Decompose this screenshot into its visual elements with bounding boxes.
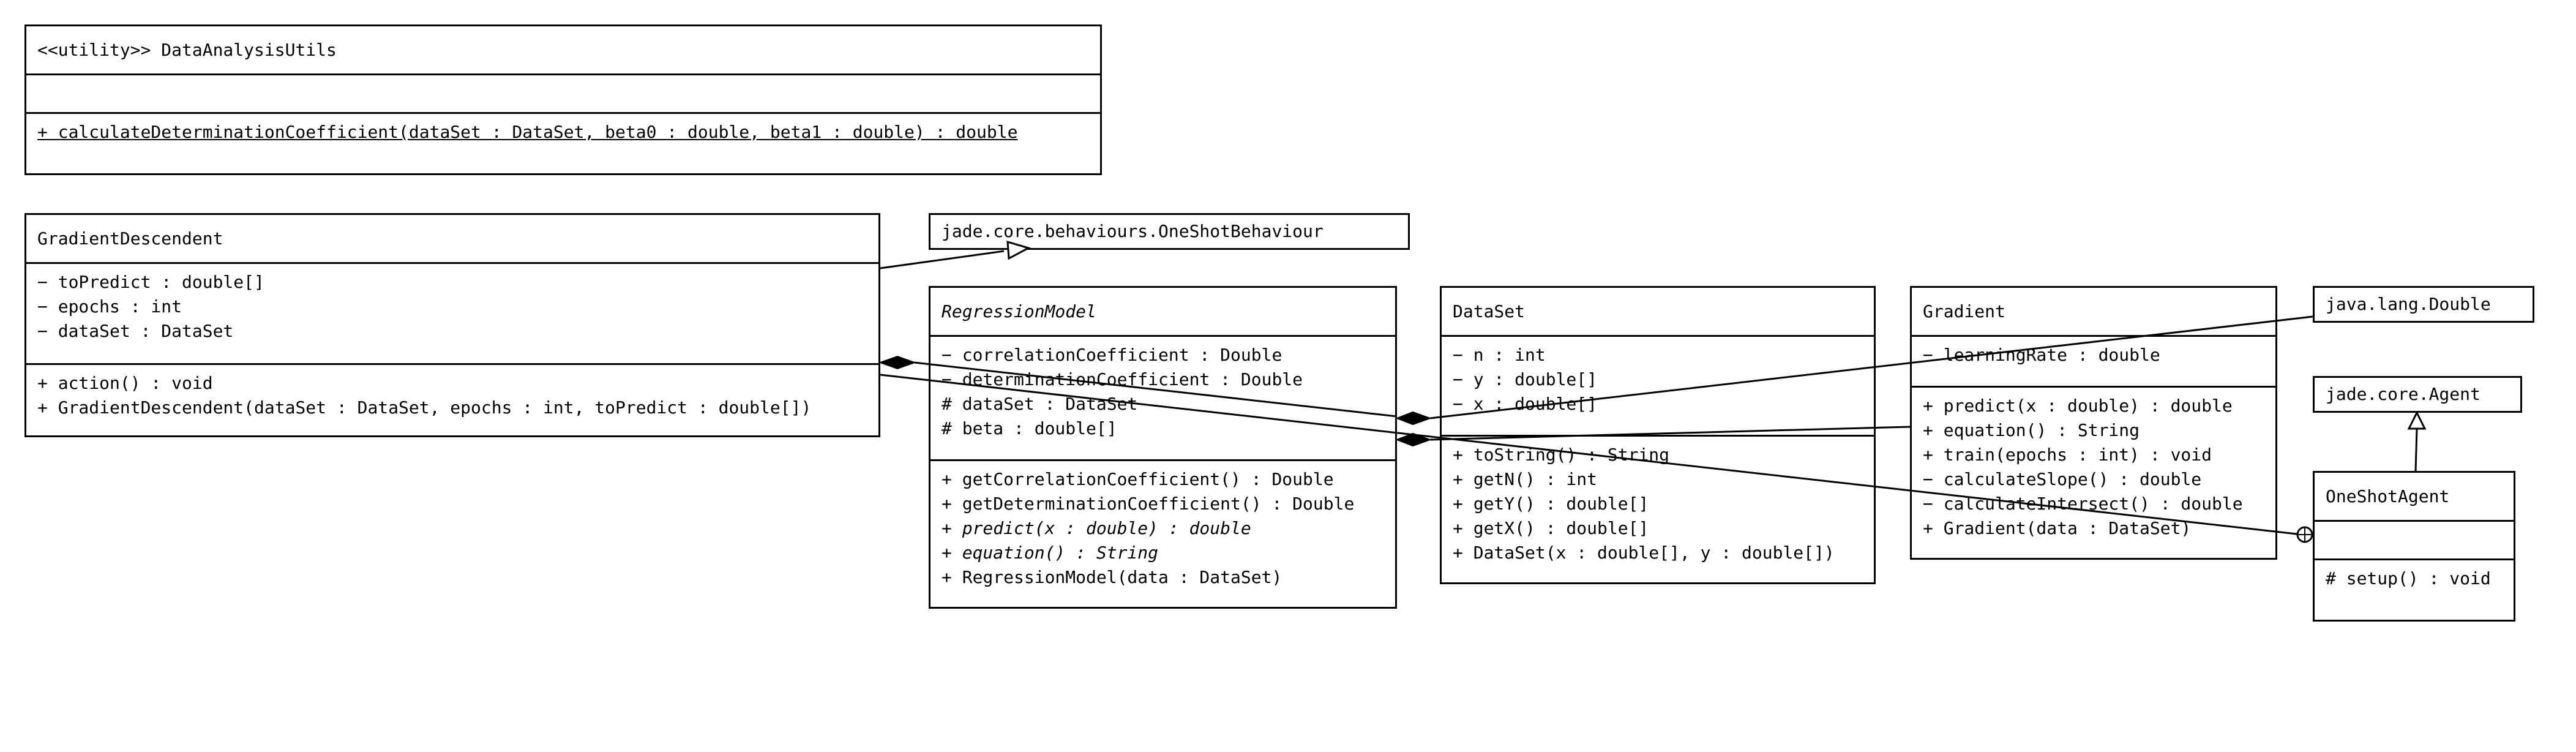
generalization-line-one-shot-agent (2414, 428, 2418, 472)
generalization-arrowhead-agent (2407, 410, 2427, 430)
class-one-shot-agent[interactable]: OneShotAgent # setup() : void (2313, 471, 2515, 622)
attributes-section: − correlationCoefficient : Double − dete… (930, 335, 1395, 459)
methods-section: + action() : void + GradientDescendent(d… (26, 363, 878, 420)
class-name: jade.core.behaviours.OneShotBehaviour (942, 221, 1324, 241)
method-line: + calculateDeterminationCoefficient(data… (37, 122, 1018, 142)
methods-section: + getCorrelationCoefficient() : Double +… (930, 459, 1395, 590)
methods-section: + predict(x : double) : double + equatio… (1912, 386, 2275, 541)
attributes-section: − learningRate : double (1912, 335, 2275, 386)
method-line: + action() : void (37, 373, 213, 393)
method-line: + train(epochs : int) : void (1923, 445, 2212, 465)
method-line: + predict(x : double) : double (942, 518, 1251, 538)
method-line: + getCorrelationCoefficient() : Double (942, 469, 1334, 489)
class-one-shot-behaviour[interactable]: jade.core.behaviours.OneShotBehaviour (929, 213, 1410, 250)
class-name: RegressionModel (942, 301, 1096, 321)
attribute-line: − correlationCoefficient : Double (942, 345, 1282, 365)
composition-diamond-gradient-descendent (878, 355, 916, 370)
nesting-circle (2296, 526, 2313, 543)
generalization-line-gradient-descendent (880, 250, 1005, 269)
class-gradient-descendent[interactable]: GradientDescendent − toPredict : double[… (24, 213, 880, 437)
attribute-line: − determinationCoefficient : Double (942, 369, 1303, 389)
composition-diamond-regression-model-1 (1395, 411, 1432, 426)
attribute-line: − dataSet : DataSet (37, 321, 234, 341)
attributes-section: − n : int − y : double[] − x : double[] (1442, 335, 1874, 435)
class-name: java.lang.Double (2326, 294, 2491, 314)
class-name: DataSet (1453, 301, 1526, 321)
attribute-line: − y : double[] (1453, 369, 1598, 389)
attribute-line: − n : int (1453, 345, 1546, 365)
class-name: GradientDescendent (37, 228, 223, 249)
attribute-line: # dataSet : DataSet (942, 394, 1138, 414)
attribute-line: − epochs : int (37, 296, 182, 317)
attributes-section: − toPredict : double[] − epochs : int − … (26, 262, 878, 363)
attribute-line: − toPredict : double[] (37, 272, 264, 292)
method-line: + getY() : double[] (1453, 494, 1649, 514)
method-line: + getN() : int (1453, 469, 1598, 489)
attributes-section (26, 73, 1100, 112)
method-line: + toString() : String (1453, 445, 1670, 465)
methods-section: + toString() : String + getN() : int + g… (1442, 435, 1874, 565)
class-name: <<utility>> DataAnalysisUtils (37, 40, 337, 60)
class-name: jade.core.Agent (2326, 384, 2481, 404)
class-regression-model[interactable]: RegressionModel − correlationCoefficient… (929, 286, 1397, 609)
method-line: + RegressionModel(data : DataSet) (942, 567, 1282, 587)
composition-diamond-regression-model-2 (1395, 432, 1432, 447)
methods-section: + calculateDeterminationCoefficient(data… (26, 112, 1100, 145)
method-line: − calculateSlope() : double (1923, 469, 2202, 489)
class-name: OneShotAgent (2326, 486, 2450, 506)
attributes-section (2315, 520, 2514, 558)
attribute-line: − learningRate : double (1923, 345, 2160, 365)
method-line: + GradientDescendent(dataSet : DataSet, … (37, 397, 812, 418)
attribute-line: − x : double[] (1453, 394, 1598, 414)
method-line: − calculateIntersect() : double (1923, 494, 2243, 514)
method-line: # setup() : void (2326, 568, 2491, 588)
class-gradient[interactable]: Gradient − learningRate : double + predi… (1910, 286, 2277, 560)
method-line: + getDeterminationCoefficient() : Double (942, 494, 1355, 514)
class-data-set[interactable]: DataSet − n : int − y : double[] − x : d… (1440, 286, 1876, 584)
attribute-line: # beta : double[] (942, 418, 1117, 438)
method-line: + DataSet(x : double[], y : double[]) (1453, 543, 1835, 563)
class-data-analysis-utils[interactable]: <<utility>> DataAnalysisUtils + calculat… (24, 24, 1102, 175)
class-jade-core-agent[interactable]: jade.core.Agent (2313, 376, 2522, 413)
method-line: + getX() : double[] (1453, 518, 1649, 538)
method-line: + equation() : String (1923, 420, 2140, 440)
class-java-lang-double[interactable]: java.lang.Double (2313, 286, 2534, 323)
method-line: + equation() : String (942, 543, 1159, 563)
methods-section: # setup() : void (2315, 558, 2514, 591)
method-line: + predict(x : double) : double (1923, 396, 2233, 416)
method-line: + Gradient(data : DataSet) (1923, 518, 2192, 538)
class-name: Gradient (1923, 301, 2005, 321)
